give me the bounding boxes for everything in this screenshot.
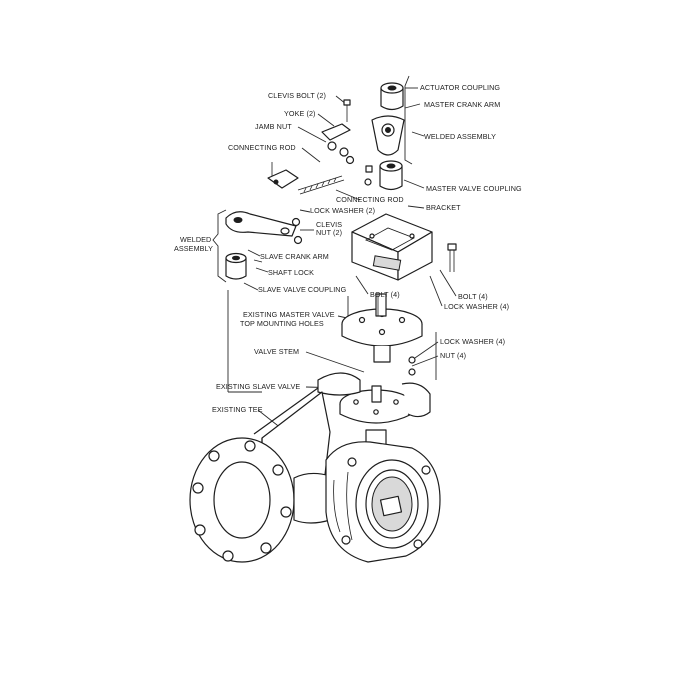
label-welded-left-1: WELDED [180,235,212,244]
label-connecting-rod-left: CONNECTING ROD [228,143,296,152]
label-clevis: CLEVIS [316,220,343,229]
existing-master-valve [341,293,423,376]
label-lock-washer-4: LOCK WASHER (4) [440,337,506,346]
label-yoke: YOKE (2) [284,109,316,118]
label-existing-tee: EXISTING TEE [212,405,263,414]
right-bolt [447,243,457,272]
label-lock-washer-2: LOCK WASHER (2) [310,206,376,215]
connecting-rod [297,175,345,195]
label-welded-left-2: ASSEMBLY [174,244,214,253]
left-clevis [267,162,299,189]
slave-crank-arm [225,211,297,237]
label-top-mounting-holes: TOP MOUNTING HOLES [240,319,324,328]
slave-valve-coupling [225,252,263,280]
label-actuator-coupling: ACTUATOR COUPLING [420,83,501,92]
yoke-cluster [321,123,355,165]
actuator-coupling [380,82,404,111]
master-valve-coupling [364,160,403,191]
label-bracket: BRACKET [426,203,461,212]
label-master-crank-arm: MASTER CRANK ARM [424,100,501,109]
existing-tee [189,387,331,563]
label-clevis-bolt: CLEVIS BOLT (2) [268,91,326,100]
label-valve-stem: VALVE STEM [254,347,300,356]
label-jamb-nut: JAMB NUT [255,122,292,131]
lock-washer-clevis-nut [291,217,303,245]
master-crank-arm [371,115,405,156]
label-slave-valve-coupling: SLAVE VALVE COUPLING [258,285,347,294]
label-existing-master-valve: EXISTING MASTER VALVE [243,310,335,319]
label-nut-4: NUT (4) [440,351,467,360]
slave-valve-body [325,441,441,563]
label-bolt-4-center: BOLT (4) [370,290,400,299]
label-lock-washer-4-right: LOCK WASHER (4) [444,302,510,311]
bracket [351,213,433,281]
label-welded-assembly-top: WELDED ASSEMBLY [424,132,497,141]
label-shaft-lock: SHAFT LOCK [268,268,314,277]
label-connecting-rod-right: CONNECTING ROD [336,195,404,204]
clevis-bolt [343,99,351,122]
label-slave-crank-arm: SLAVE CRANK ARM [260,252,329,261]
label-master-valve-coupling: MASTER VALVE COUPLING [426,184,522,193]
label-existing-slave-valve: EXISTING SLAVE VALVE [216,382,301,391]
label-nut-2: NUT (2) [316,228,343,237]
label-bolt-4-right: BOLT (4) [458,292,488,301]
